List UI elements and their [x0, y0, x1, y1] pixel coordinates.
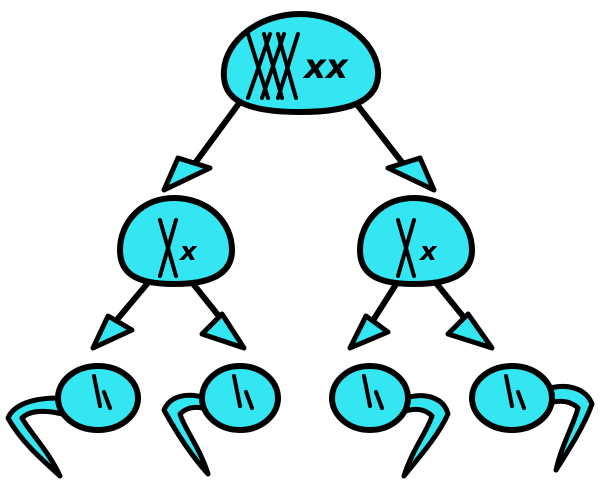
arrow-parent-to-left — [161, 99, 243, 193]
sperm-cell-2 — [161, 363, 281, 477]
small-chromosome-mark: x — [418, 237, 438, 267]
daughter-cell-left: x — [116, 194, 236, 288]
chromosome-pair-icon — [246, 32, 300, 100]
arrow-parent-to-right — [352, 99, 437, 193]
small-chromosome-mark: xx — [302, 47, 349, 87]
arrow-right-to-sperm-4 — [429, 275, 495, 351]
arrow-left-to-sperm-1 — [90, 275, 155, 351]
sperm-cell-3 — [329, 363, 451, 479]
diploid-parent-cell: xx — [220, 10, 382, 116]
sperm-cell-4 — [469, 363, 595, 473]
sperm-cell-1 — [5, 363, 141, 479]
chromosome-icon — [396, 218, 416, 278]
daughter-cell-right: x — [356, 194, 476, 288]
small-chromosome-mark: x — [178, 237, 198, 267]
arrow-left-to-sperm-2 — [187, 277, 247, 351]
chromosome-icon — [158, 218, 178, 278]
arrow-right-to-sperm-3 — [347, 275, 403, 351]
